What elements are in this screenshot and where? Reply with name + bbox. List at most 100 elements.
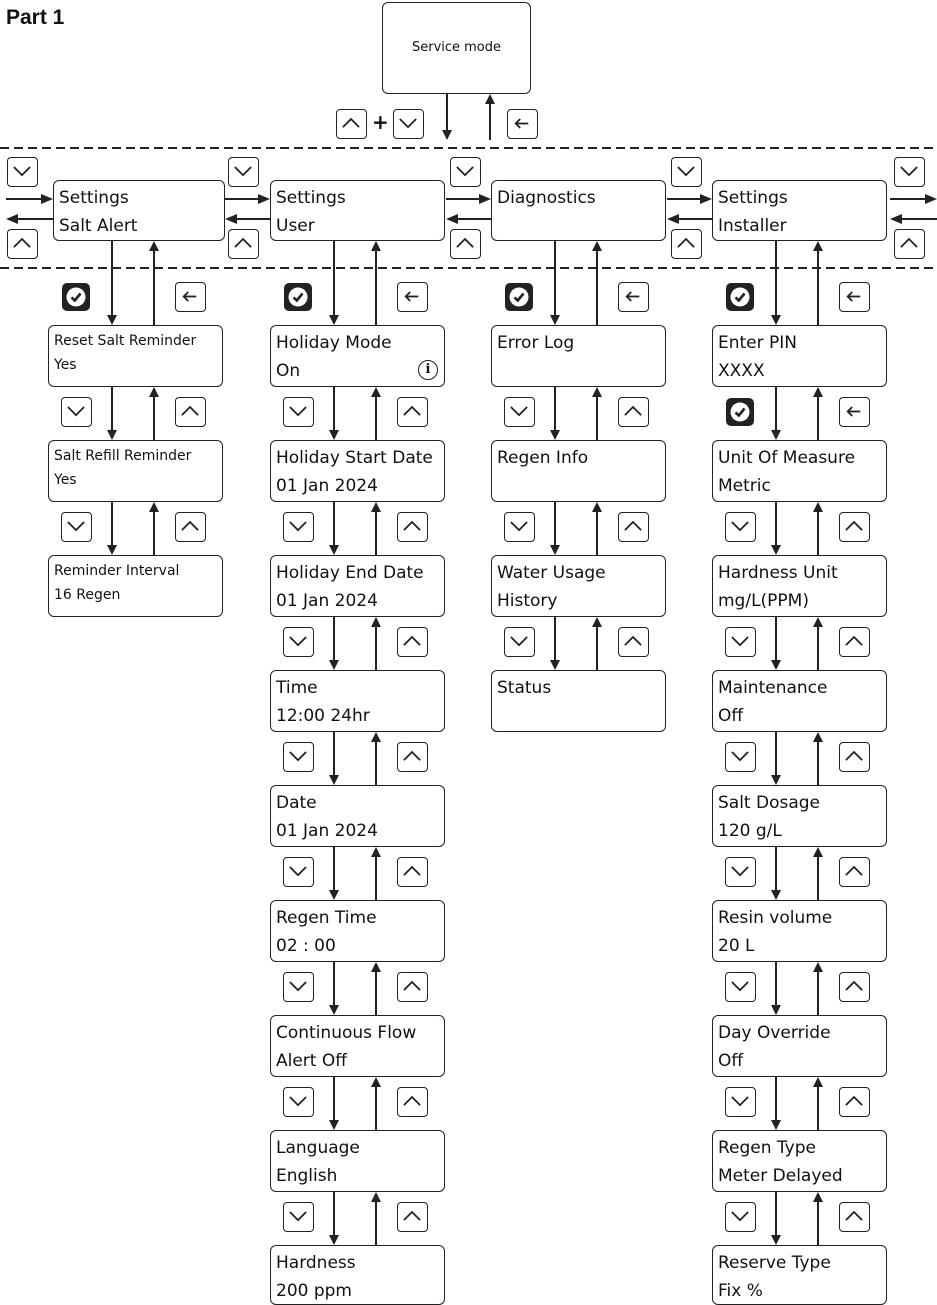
header-down-button-2[interactable]	[228, 157, 259, 187]
col4-up-button-3[interactable]	[839, 627, 870, 657]
header-up-button-3[interactable]	[450, 229, 481, 259]
header-up-button-5[interactable]	[894, 229, 925, 259]
col2-down-button-8[interactable]	[283, 1202, 314, 1232]
col4-pin-confirm-button[interactable]	[726, 398, 754, 426]
col4-confirm-button[interactable]	[726, 283, 754, 311]
col2-up-arrow-6-head	[371, 962, 381, 972]
col1-item-2-line-1: Salt Refill Reminder	[54, 448, 192, 464]
col3-up-button-1[interactable]	[618, 397, 649, 427]
col4-up-button-8[interactable]	[839, 1202, 870, 1232]
col4-up-button-6[interactable]	[839, 972, 870, 1002]
col4-down-button-3[interactable]	[725, 627, 756, 657]
col2-down-button-3[interactable]	[283, 627, 314, 657]
col2-up-button-2[interactable]	[397, 512, 428, 542]
col2-up-button-6[interactable]	[397, 972, 428, 1002]
col3-down-button-2[interactable]	[504, 512, 535, 542]
col3-down-button-1[interactable]	[504, 397, 535, 427]
chevron-down-icon	[67, 521, 85, 532]
service-back-button[interactable]	[507, 109, 538, 139]
col4-up-button-7[interactable]	[839, 1087, 870, 1117]
col4-down-button-2[interactable]	[725, 512, 756, 542]
col2-down-button-7[interactable]	[283, 1087, 314, 1117]
col1-down-button-1[interactable]	[61, 397, 92, 427]
col4-down-button-5[interactable]	[725, 857, 756, 887]
col3-up-button-3[interactable]	[618, 627, 649, 657]
col2-up-button-5[interactable]	[397, 857, 428, 887]
col4-exit-arrow-head	[813, 241, 823, 251]
col1-up-button-1[interactable]	[175, 397, 206, 427]
col3-back-button[interactable]	[618, 282, 649, 312]
col2-down-button-2[interactable]	[283, 512, 314, 542]
header-down-button-5[interactable]	[894, 157, 925, 187]
header-up-button-2[interactable]	[228, 229, 259, 259]
col2-down-button-4[interactable]	[283, 742, 314, 772]
col3-up-button-2[interactable]	[618, 512, 649, 542]
col1-item-1-line-1: Reset Salt Reminder	[54, 333, 197, 349]
header-up-button-1[interactable]	[7, 229, 38, 259]
col2-down-button-6[interactable]	[283, 972, 314, 1002]
col2-up-button-7[interactable]	[397, 1087, 428, 1117]
col3-item-4[interactable]: Status	[491, 670, 666, 732]
col1-up-button-2[interactable]	[175, 512, 206, 542]
col4-down-button-4[interactable]	[725, 742, 756, 772]
service-up-button[interactable]	[336, 109, 367, 139]
service-down-button[interactable]	[393, 109, 424, 139]
header-down-button-1[interactable]	[7, 157, 38, 187]
col3-down-button-3[interactable]	[504, 627, 535, 657]
col2-up-button-8[interactable]	[397, 1202, 428, 1232]
col3-confirm-button[interactable]	[505, 283, 533, 311]
col2-up-button-1[interactable]	[397, 397, 428, 427]
col4-back-button[interactable]	[839, 282, 870, 312]
col4-down-button-8[interactable]	[725, 1202, 756, 1232]
col4-pin-back-button[interactable]	[839, 397, 870, 427]
header-down-button-4[interactable]	[671, 157, 702, 187]
col4-down-button-7[interactable]	[725, 1087, 756, 1117]
col2-down-button-5[interactable]	[283, 857, 314, 887]
col2-up-button-3[interactable]	[397, 627, 428, 657]
col4-down-button-6[interactable]	[725, 972, 756, 1002]
col2-confirm-button[interactable]	[284, 283, 312, 311]
col2-item-7-line-1: Continuous Flow	[276, 1023, 417, 1043]
col1-confirm-button[interactable]	[62, 283, 90, 311]
col1-back-button[interactable]	[175, 282, 206, 312]
col2-up-button-4[interactable]	[397, 742, 428, 772]
header-down-button-3[interactable]	[450, 157, 481, 187]
info-circle-icon[interactable]: i	[418, 360, 438, 380]
header-box-3[interactable]: Diagnostics	[491, 180, 666, 241]
col1-down-button-2[interactable]	[61, 512, 92, 542]
col3-item-1[interactable]: Error Log	[491, 325, 666, 387]
header-up-button-4[interactable]	[671, 229, 702, 259]
col3-item-2[interactable]: Regen Info	[491, 440, 666, 502]
col2-back-button[interactable]	[397, 282, 428, 312]
col4-up-button-4[interactable]	[839, 742, 870, 772]
col4-up-button-2[interactable]	[839, 512, 870, 542]
col2-down-button-1[interactable]	[283, 397, 314, 427]
col4-up-button-5[interactable]	[839, 857, 870, 887]
